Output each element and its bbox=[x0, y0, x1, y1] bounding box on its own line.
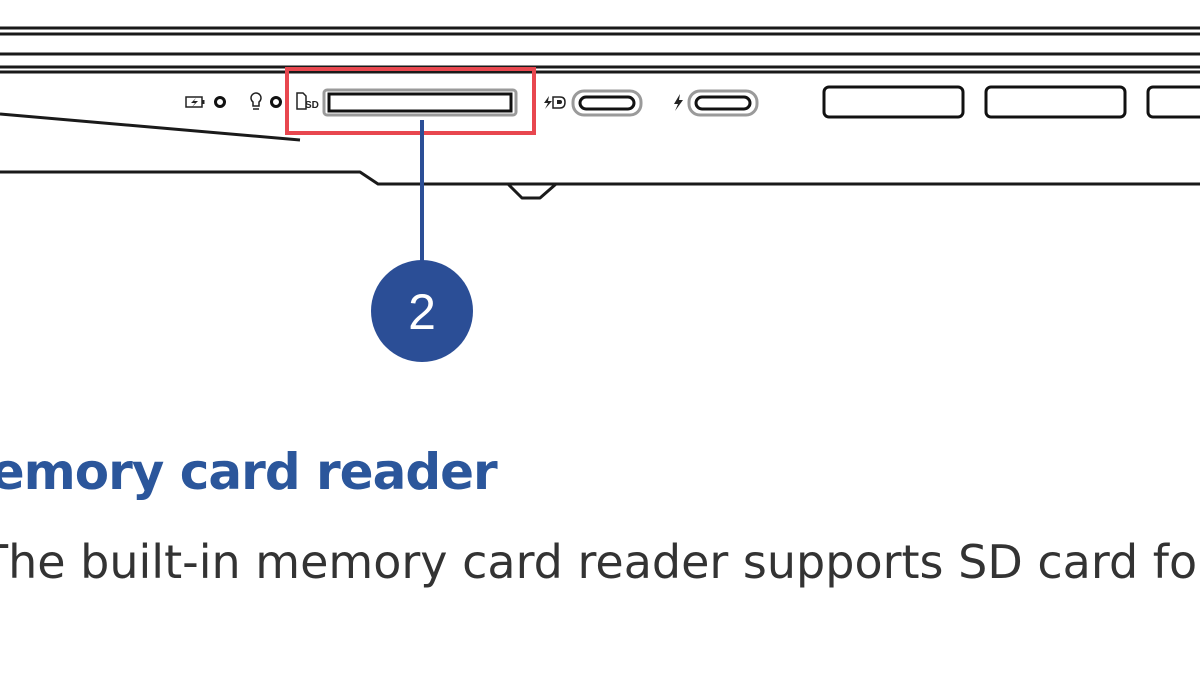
rubber-foot bbox=[506, 182, 557, 200]
power-light-icon bbox=[250, 92, 262, 110]
callout-badge bbox=[371, 260, 473, 362]
base-bevel-edge bbox=[0, 112, 301, 142]
base-bottom-edge bbox=[0, 170, 1200, 186]
callout-number: 2 bbox=[408, 284, 436, 340]
sd-port-label: SD bbox=[305, 100, 319, 111]
ventilation-grilles bbox=[822, 85, 1200, 119]
section-heading: Memory card reader bbox=[0, 443, 498, 501]
battery-charging-icon bbox=[185, 96, 205, 108]
usb-c-port-power-delivery bbox=[571, 89, 643, 117]
power-indicator-led bbox=[270, 96, 282, 108]
vent-grille bbox=[1146, 85, 1200, 119]
power-delivery-icon bbox=[544, 96, 566, 109]
battery-indicator-led bbox=[214, 96, 226, 108]
sd-slot-highlight-box bbox=[285, 67, 536, 135]
thunderbolt-icon bbox=[674, 94, 683, 111]
sd-card-slot bbox=[322, 88, 518, 117]
sd-card-icon: SD bbox=[296, 92, 319, 111]
vent-grille bbox=[984, 85, 1127, 119]
section-body-text: The built-in memory card reader supports… bbox=[0, 535, 1200, 589]
laptop-chassis-outline bbox=[0, 26, 1200, 200]
vent-grille bbox=[822, 85, 965, 119]
usb-c-port-thunderbolt bbox=[687, 89, 759, 117]
